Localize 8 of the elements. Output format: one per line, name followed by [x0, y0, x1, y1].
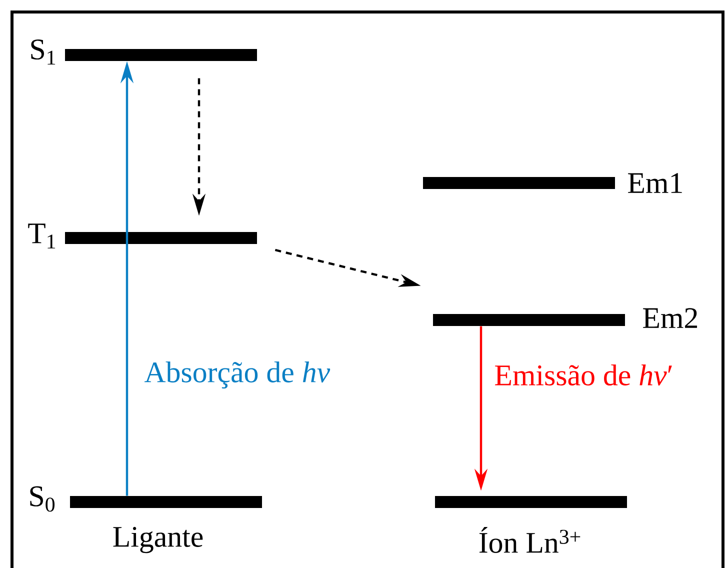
level-label: S$_{1}$	[31, 39, 56, 65]
level-label: Em2	[643, 308, 698, 328]
edge-label: Absorção de hv	[143, 360, 332, 390]
level-label: T$_{1}$	[28, 224, 56, 248]
energy-level-bar	[435, 496, 627, 508]
edge-label: Emissão de hv′	[493, 363, 674, 386]
level-label: Em1	[628, 173, 682, 193]
level-label: S$_{0}$	[30, 486, 55, 512]
